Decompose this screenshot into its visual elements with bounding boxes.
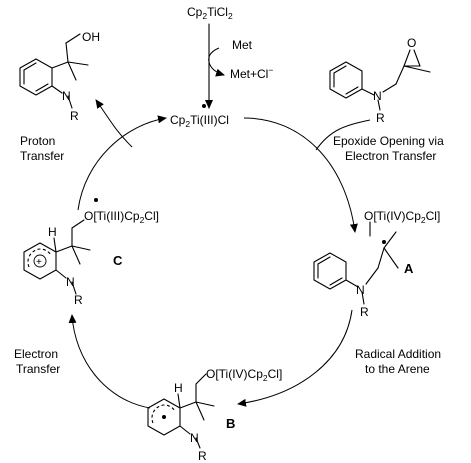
ti-group-A: O[Ti(IV)Cp2Cl]	[364, 209, 440, 225]
substrate-epoxide: N R O	[329, 36, 431, 125]
svg-text:N: N	[356, 283, 365, 297]
svg-text:H: H	[48, 225, 57, 239]
cycle-arrow-ti-to-A	[243, 117, 358, 233]
step-radical-addition-l2: to the Arene	[365, 362, 430, 376]
step-electron-transfer-l2: Transfer	[16, 362, 60, 376]
svg-text:N: N	[373, 89, 382, 103]
svg-text:+: +	[36, 257, 42, 268]
proton-transfer-arrow	[95, 99, 133, 148]
byproduct-label: Met+Cl−	[230, 65, 273, 81]
label-A: A	[404, 261, 414, 276]
intermediate-A: N R O[Ti(IV)Cp2Cl] A	[313, 209, 440, 319]
svg-text:R: R	[360, 305, 369, 319]
metal-side-arrow	[208, 47, 225, 77]
catalyst-precursor: Cp2TiCl2	[187, 5, 233, 21]
cycle-arrow-A-to-B	[237, 309, 353, 407]
svg-text:O: O	[407, 36, 416, 50]
step-proton-transfer-l2: Transfer	[20, 149, 64, 163]
svg-text:H: H	[174, 381, 183, 395]
svg-text:N: N	[62, 89, 71, 103]
metal-reagent: Met	[232, 38, 253, 52]
label-B: B	[226, 416, 235, 431]
cycle-arrow-C-to-ti	[77, 115, 167, 211]
cycle-arrow-B-to-C	[68, 314, 151, 409]
label-C: C	[113, 253, 123, 268]
ti-group-B: O[Ti(IV)Cp2Cl]	[206, 367, 282, 383]
svg-text:N: N	[66, 275, 75, 289]
intermediate-B: H N R O[Ti(IV)Cp2Cl] B	[147, 367, 282, 463]
svg-text:R: R	[198, 449, 207, 463]
intermediate-C: + H N R O[Ti(III)Cp2Cl] C	[23, 198, 159, 307]
ti-group-C: O[Ti(III)Cp2Cl]	[84, 209, 159, 225]
svg-text:OH: OH	[82, 30, 100, 44]
step-proton-transfer-l1: Proton	[20, 134, 55, 148]
radical-dot	[202, 104, 206, 108]
product-indoline: N R OH	[19, 30, 100, 123]
step-electron-transfer-l1: Electron	[14, 347, 58, 361]
step-epoxide-l1: Epoxide Opening via	[333, 134, 444, 148]
active-catalyst: Cp2Ti(III)Cl	[170, 113, 229, 129]
svg-text:R: R	[74, 293, 83, 307]
svg-text:N: N	[190, 431, 199, 445]
svg-text:R: R	[376, 111, 385, 125]
step-radical-addition-l1: Radical Addition	[355, 347, 441, 361]
svg-text:R: R	[70, 109, 79, 123]
epoxide-entry-arrow	[315, 119, 371, 151]
step-epoxide-l2: Electron Transfer	[345, 149, 436, 163]
